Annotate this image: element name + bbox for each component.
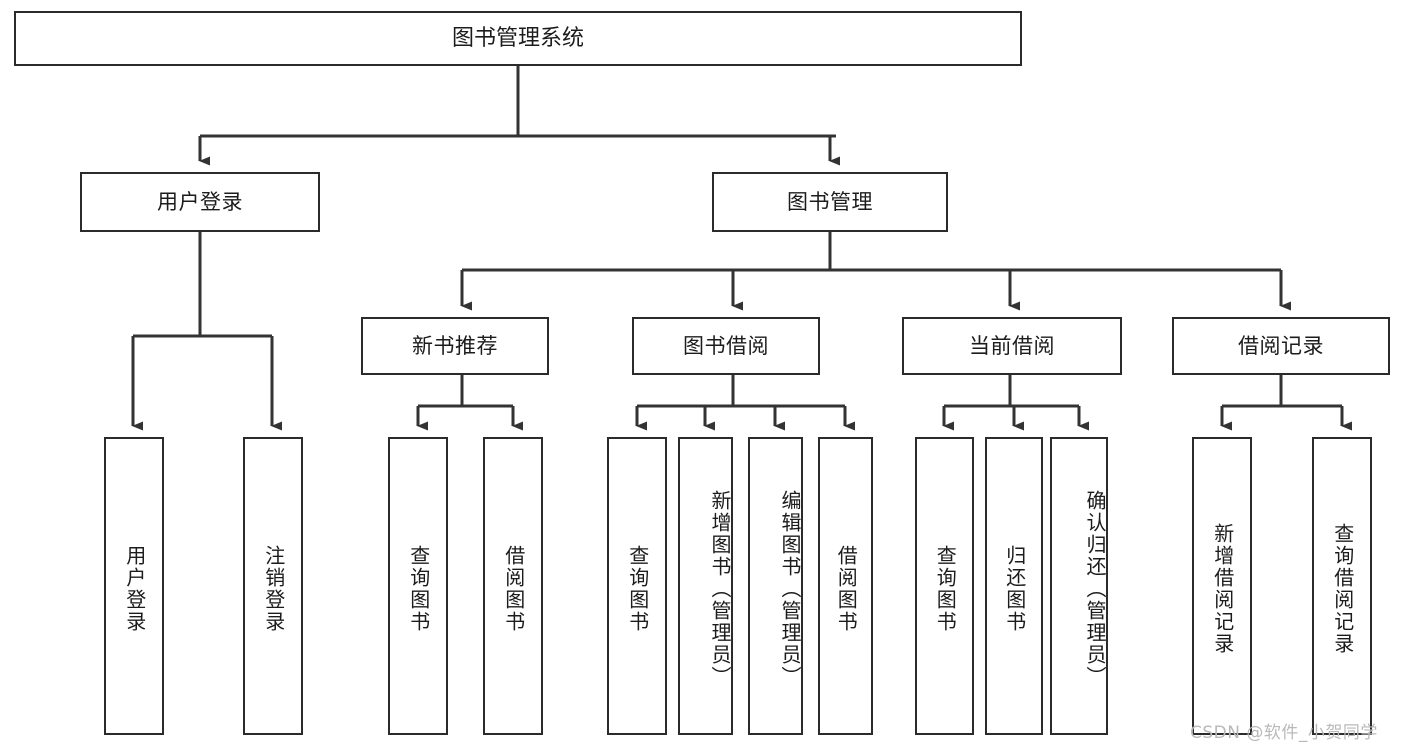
node-label: 借阅图书 xyxy=(834,545,859,633)
node-label: 新书推荐 xyxy=(412,333,498,358)
node-label: 归还图书 xyxy=(1002,545,1027,633)
node-new-book-recommend[interactable]: 新书推荐 xyxy=(361,317,549,375)
leaf-add-book-admin[interactable]: 新增图书（管理员） xyxy=(678,437,733,735)
node-label: 图书管理 xyxy=(787,189,873,214)
leaf-return-book[interactable]: 归还图书 xyxy=(985,437,1043,735)
leaf-edit-book-admin[interactable]: 编辑图书（管理员） xyxy=(748,437,803,735)
node-label: 借阅记录 xyxy=(1238,333,1324,358)
node-label: 新增借阅记录 xyxy=(1210,523,1235,655)
node-book-manage[interactable]: 图书管理 xyxy=(712,172,948,232)
node-label: 当前借阅 xyxy=(969,333,1055,358)
leaf-user-login[interactable]: 用户登录 xyxy=(104,437,164,735)
leaf-borrow-book-recommend[interactable]: 借阅图书 xyxy=(483,437,543,735)
leaf-logout-login[interactable]: 注销登录 xyxy=(243,437,303,735)
leaf-borrow-book-borrow[interactable]: 借阅图书 xyxy=(818,437,873,735)
node-current-borrow[interactable]: 当前借阅 xyxy=(902,317,1122,375)
node-label: 用户登录 xyxy=(122,545,147,633)
node-label: 查询图书 xyxy=(933,545,958,633)
node-label: 查询图书 xyxy=(406,545,431,633)
node-label: 借阅图书 xyxy=(501,545,526,633)
node-label: 图书借阅 xyxy=(683,333,769,358)
leaf-add-borrow-record[interactable]: 新增借阅记录 xyxy=(1192,437,1252,735)
node-book-borrow[interactable]: 图书借阅 xyxy=(632,317,820,375)
leaf-query-book-recommend[interactable]: 查询图书 xyxy=(388,437,448,735)
leaf-query-book-current[interactable]: 查询图书 xyxy=(915,437,974,735)
node-label: 查询借阅记录 xyxy=(1330,523,1355,655)
leaf-confirm-return-admin[interactable]: 确认归还（管理员） xyxy=(1050,437,1108,735)
leaf-query-book-borrow[interactable]: 查询图书 xyxy=(607,437,667,735)
node-user-login[interactable]: 用户登录 xyxy=(80,172,320,232)
node-label: 查询图书 xyxy=(625,545,650,633)
node-label: 确认归还（管理员） xyxy=(1083,490,1107,688)
node-label: 用户登录 xyxy=(157,189,243,214)
node-label: 编辑图书（管理员） xyxy=(778,490,802,688)
node-label: 图书管理系统 xyxy=(451,25,584,51)
node-root-book-management-system[interactable]: 图书管理系统 xyxy=(14,11,1022,66)
node-borrow-record[interactable]: 借阅记录 xyxy=(1172,317,1390,375)
csdn-watermark: CSDN @软件_小贺同学 xyxy=(1190,723,1378,743)
node-label: 新增图书（管理员） xyxy=(708,490,732,688)
leaf-query-borrow-record[interactable]: 查询借阅记录 xyxy=(1312,437,1372,735)
node-label: 注销登录 xyxy=(261,545,286,633)
